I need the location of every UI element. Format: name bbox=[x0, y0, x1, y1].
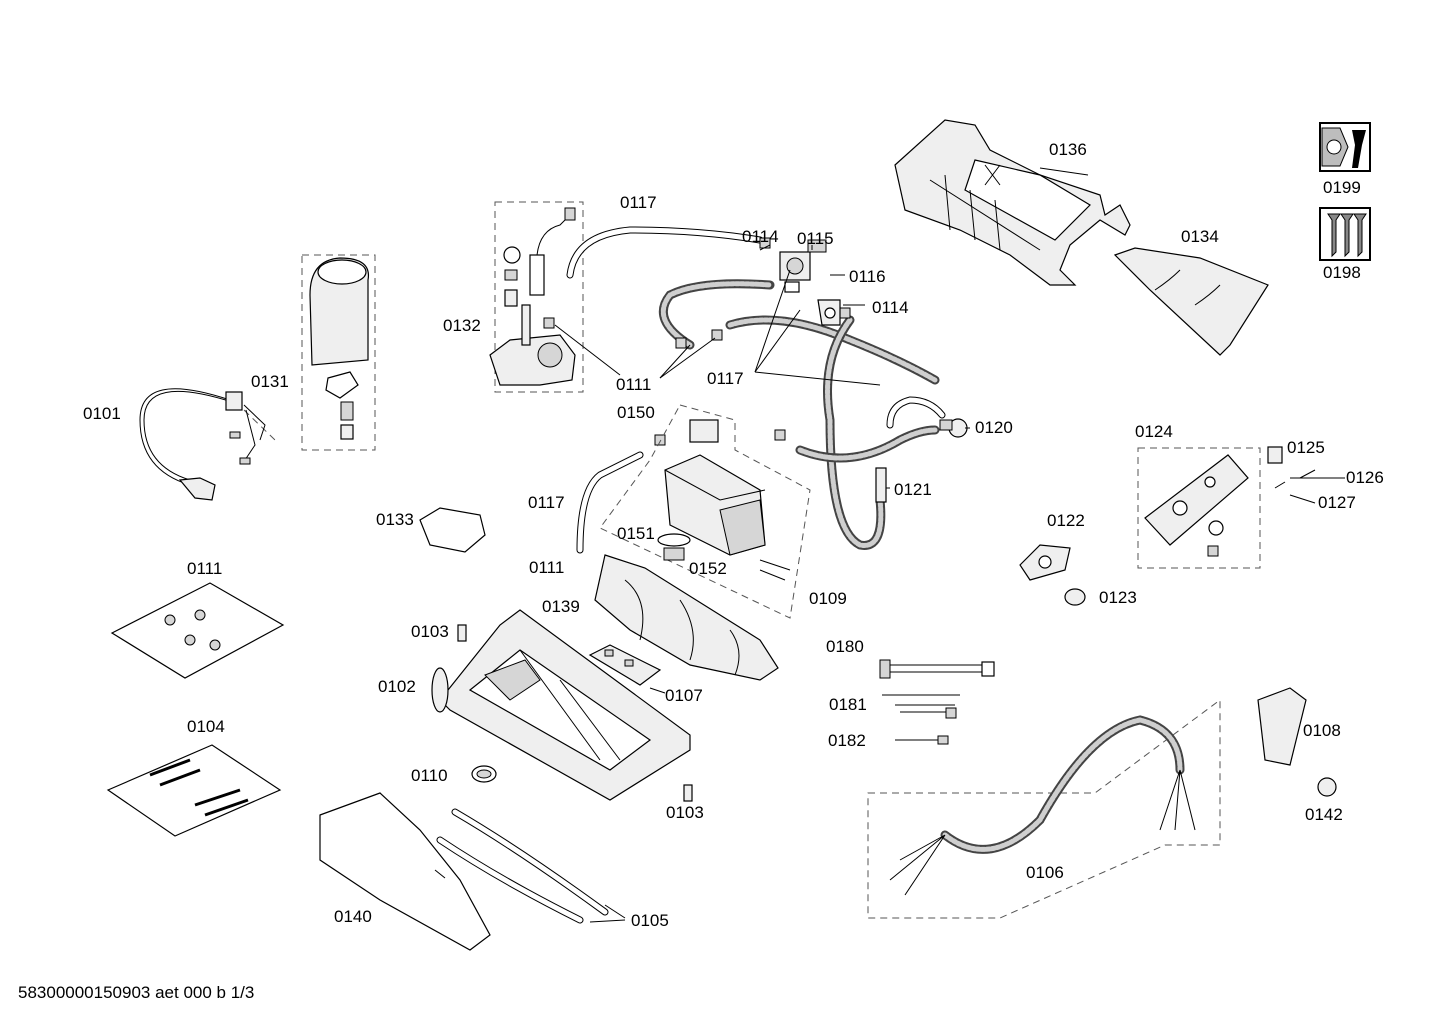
wiring-harness-part bbox=[879, 659, 995, 745]
control-panel-part bbox=[1137, 447, 1261, 569]
pcb-part bbox=[588, 644, 662, 686]
label-0182: 0182 bbox=[828, 731, 866, 750]
label-0123: 0123 bbox=[1099, 588, 1137, 607]
label-0152: 0152 bbox=[689, 559, 727, 578]
label-0105: 0105 bbox=[631, 911, 669, 930]
label-0117-top: 0117 bbox=[620, 193, 657, 212]
wrench-nut-icon bbox=[1319, 122, 1371, 172]
power-cord-part bbox=[139, 388, 276, 501]
label-0120: 0120 bbox=[975, 418, 1013, 437]
water-tank-part bbox=[301, 254, 376, 451]
leader-lines bbox=[434, 167, 1345, 923]
grommet-part bbox=[1317, 777, 1337, 797]
label-0115: 0115 bbox=[797, 229, 834, 248]
screws-icon bbox=[1319, 207, 1371, 261]
label-0108: 0108 bbox=[1303, 721, 1341, 740]
button-part bbox=[1267, 446, 1283, 464]
label-0111-top: 0111 bbox=[616, 375, 651, 394]
screw-part bbox=[457, 624, 693, 802]
label-0116: 0116 bbox=[849, 267, 886, 286]
pump-assembly-part bbox=[489, 201, 584, 393]
label-0136: 0136 bbox=[1049, 140, 1087, 159]
label-0114-right: 0114 bbox=[872, 298, 909, 317]
label-0106: 0106 bbox=[1026, 863, 1064, 882]
label-0121: 0121 bbox=[894, 480, 932, 499]
label-0127: 0127 bbox=[1318, 493, 1356, 512]
label-0104: 0104 bbox=[187, 717, 225, 736]
label-0101: 0101 bbox=[83, 404, 121, 423]
label-0198: 0198 bbox=[1323, 263, 1361, 282]
pump-part bbox=[779, 239, 827, 293]
soleplate-cover-part bbox=[1113, 247, 1269, 356]
silicone-tube-part bbox=[566, 226, 946, 554]
label-0180: 0180 bbox=[826, 637, 864, 656]
label-0150: 0150 bbox=[617, 403, 655, 422]
label-0103-bottom: 0103 bbox=[666, 803, 704, 822]
label-0107: 0107 bbox=[665, 686, 703, 705]
label-0125: 0125 bbox=[1287, 438, 1325, 457]
valve-part bbox=[817, 299, 841, 326]
label-0110: 0110 bbox=[411, 766, 448, 785]
filter-part bbox=[875, 467, 887, 503]
label-0140: 0140 bbox=[334, 907, 372, 926]
label-0124: 0124 bbox=[1135, 422, 1173, 441]
seal-strip-part bbox=[436, 808, 609, 924]
label-0181: 0181 bbox=[829, 695, 867, 714]
label-0103-top: 0103 bbox=[411, 622, 449, 641]
steam-valve-part bbox=[939, 418, 968, 438]
spring-part bbox=[1274, 469, 1316, 489]
braided-hose-part bbox=[658, 279, 940, 550]
front-housing-part bbox=[594, 554, 779, 681]
part-labels: 0136 0134 0199 0198 0117 0114 0115 0116 … bbox=[83, 140, 1384, 930]
label-0122: 0122 bbox=[1047, 511, 1085, 530]
rear-cap-part bbox=[1257, 687, 1307, 766]
iron-base-part bbox=[431, 609, 691, 801]
label-0117-left: 0117 bbox=[528, 493, 565, 512]
label-0114-top: 0114 bbox=[742, 227, 779, 246]
ring-part bbox=[471, 765, 497, 783]
label-0102: 0102 bbox=[378, 677, 416, 696]
label-0133: 0133 bbox=[376, 510, 414, 529]
label-0151: 0151 bbox=[617, 524, 655, 543]
label-0109: 0109 bbox=[809, 589, 847, 608]
label-0142: 0142 bbox=[1305, 805, 1343, 824]
label-0111-bag: 0111 bbox=[187, 559, 222, 578]
label-0139: 0139 bbox=[542, 597, 580, 616]
label-0117-mid: 0117 bbox=[707, 369, 744, 388]
gasket-part bbox=[419, 507, 486, 553]
label-0111-mid: 0111 bbox=[529, 558, 564, 577]
side-cover-part bbox=[319, 792, 491, 951]
handle-frame-part bbox=[894, 119, 1131, 286]
screw-bag-part bbox=[106, 744, 282, 837]
label-0199: 0199 bbox=[1323, 178, 1361, 197]
boiler-assembly-part bbox=[599, 404, 811, 619]
label-0132: 0132 bbox=[443, 316, 481, 335]
label-0131: 0131 bbox=[251, 372, 289, 391]
switch-part bbox=[1019, 544, 1071, 581]
label-0134: 0134 bbox=[1181, 227, 1219, 246]
hose-clamps-part bbox=[543, 237, 851, 446]
document-id: 58300000150903 aet 000 b 1/3 bbox=[18, 983, 255, 1002]
clip-bag-part bbox=[110, 582, 285, 679]
knob-part bbox=[1064, 588, 1086, 606]
mains-cable-part bbox=[867, 699, 1221, 919]
label-0126: 0126 bbox=[1346, 468, 1384, 487]
